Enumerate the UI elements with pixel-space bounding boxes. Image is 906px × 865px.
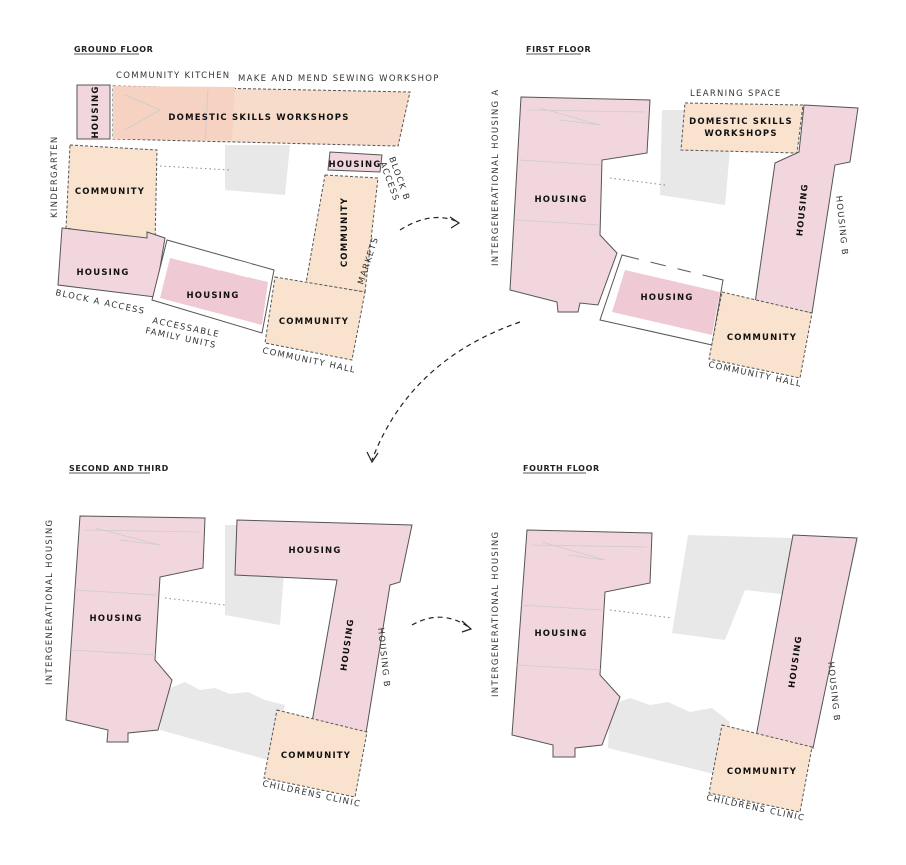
second-housing-w	[65, 515, 206, 743]
first-housing-s-label: HOUSING	[640, 293, 693, 303]
ground-housing-ne-label: HOUSING	[328, 160, 381, 170]
first-housing-w-label: HOUSING	[534, 195, 587, 205]
second-floor-title: SECOND AND THIRD	[69, 464, 169, 473]
arrow-second-to-fourth	[411, 616, 471, 629]
second-void-s	[160, 682, 285, 760]
second-intergen-label: INTERGENERATIONAL HOUSING	[45, 519, 55, 685]
fourth-floor-panel: FOURTH FLOOR HOUSING HOUSING COMMUNITY I…	[491, 464, 858, 824]
ground-community-kitchen-label: COMMUNITY KITCHEN	[116, 71, 230, 81]
ground-domestic-workshops-label: DOMESTIC SKILLS WORKSHOPS	[168, 113, 349, 123]
first-housing-b-label: HOUSING B	[833, 195, 849, 256]
ground-void	[225, 145, 290, 195]
fourth-community-label: COMMUNITY	[727, 767, 797, 777]
arrowhead-3	[461, 620, 473, 633]
ground-community-se	[264, 276, 366, 361]
second-floor-panel: SECOND AND THIRD HOUSING HOUSING HOUSING…	[45, 464, 413, 810]
fourth-housing-w	[511, 529, 653, 758]
fourth-void-s	[608, 698, 730, 775]
arrow-ground-to-first	[399, 216, 459, 231]
first-community-label: COMMUNITY	[727, 333, 797, 343]
first-learning-space-label: LEARNING SPACE	[690, 89, 782, 99]
first-floor-title: FIRST FLOOR	[526, 45, 591, 54]
first-housing-s	[612, 270, 720, 335]
ground-housing-sw-label: HOUSING	[76, 268, 129, 278]
ground-sewing-workshop-label: MAKE AND MEND SEWING WORKSHOP	[238, 74, 440, 84]
ground-housing-ne	[327, 151, 383, 173]
fourth-floor-title: FOURTH FLOOR	[523, 464, 600, 473]
ground-housing-s-label: HOUSING	[186, 291, 239, 301]
second-community-label: COMMUNITY	[281, 751, 351, 761]
first-domestic-workshops	[680, 102, 804, 154]
fourth-housing-b-label: HOUSING B	[825, 661, 841, 722]
ground-community-se-label: COMMUNITY	[279, 317, 349, 327]
ground-kitchen-area	[113, 86, 235, 140]
first-floor-panel: FIRST FLOOR HOUSING DOMESTIC SKILLS WORK…	[491, 45, 859, 390]
fourth-intergen-label: INTERGENERATIONAL HOUSING	[491, 531, 501, 697]
ground-kindergarten-label: KINDERGARTEN	[50, 136, 60, 218]
fourth-housing-e	[755, 534, 858, 749]
ground-community-e-label: COMMUNITY	[340, 197, 350, 267]
arrow-first-to-second	[371, 321, 521, 461]
ground-floor-panel: GROUND FLOOR DOMESTIC SKILLS WORKSHOPS H…	[50, 45, 440, 376]
ground-housing-s	[160, 258, 268, 325]
second-housing-w-label: HOUSING	[89, 614, 142, 624]
first-housing-a-label: INTERGENERATIONAL HOUSING A	[491, 88, 501, 266]
first-housing-w	[509, 96, 651, 313]
fourth-housing-w-label: HOUSING	[534, 629, 587, 639]
ground-housing-nw-label: HOUSING	[91, 85, 101, 138]
arrowhead-1	[449, 216, 461, 229]
ground-community-w-label: COMMUNITY	[75, 187, 145, 197]
second-housing-n-label: HOUSING	[288, 546, 341, 556]
fourth-community	[708, 724, 813, 813]
ground-housing-nw	[76, 84, 111, 140]
ground-housing-sw	[57, 227, 166, 298]
second-community	[263, 709, 368, 798]
first-domestic-1-label: DOMESTIC SKILLS	[689, 117, 793, 127]
arrowhead-2	[366, 451, 379, 464]
first-community	[708, 291, 813, 379]
first-domestic-2-label: WORKSHOPS	[704, 129, 777, 139]
ground-floor-title: GROUND FLOOR	[74, 45, 153, 54]
